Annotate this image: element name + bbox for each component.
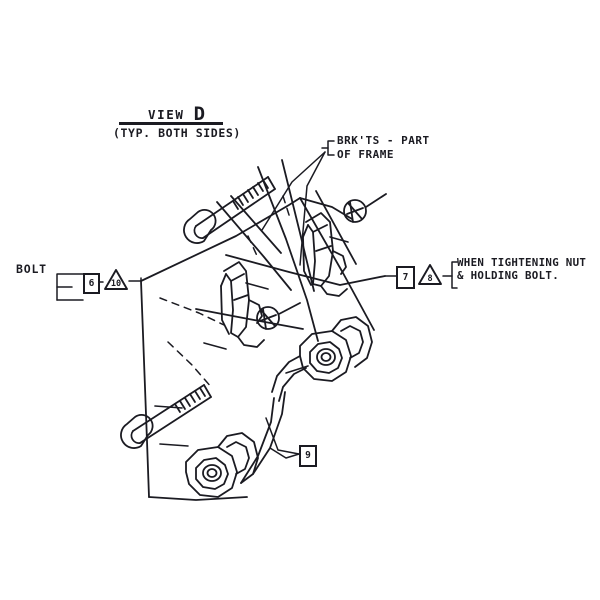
lower-bolt — [120, 384, 212, 449]
brackets-note: BRK'TS - PART OF FRAME — [337, 134, 430, 161]
callout-triangle-10: 10 — [103, 268, 129, 291]
view-subtitle: (TYP. BOTH SIDES) — [113, 126, 241, 140]
bushing-bottom — [185, 432, 259, 498]
callout-box-7: 7 — [396, 266, 415, 289]
view-title-prefix: VIEW — [148, 107, 185, 122]
nut-center — [256, 302, 301, 330]
leader-lines — [56, 140, 458, 459]
callout-triangle-8-value: 8 — [427, 274, 433, 285]
callout-box-7-value: 7 — [402, 271, 409, 283]
triangle-outline-icon — [418, 264, 442, 285]
view-title: VIEW D — [148, 103, 205, 127]
right-bracket — [302, 212, 348, 297]
hidden-edges — [159, 195, 291, 389]
callout-triangle-8: 8 — [417, 263, 443, 286]
link-arm — [240, 391, 286, 484]
callout-box-9-value: 9 — [305, 450, 311, 462]
triangle-outline-icon — [104, 269, 128, 290]
tightening-note: WHEN TIGHTENING NUT & HOLDING BOLT. — [457, 256, 587, 283]
upper-bolt — [183, 176, 276, 244]
callout-box-9: 9 — [299, 445, 317, 467]
callout-triangle-10-value: 10 — [110, 279, 122, 290]
callout-box-6-value: 6 — [88, 277, 95, 289]
view-title-letter: D — [193, 103, 206, 125]
bolt-label: BOLT — [16, 262, 47, 276]
nut-upper-right — [343, 193, 387, 223]
bushing-right — [271, 316, 373, 402]
center-bracket — [220, 261, 265, 348]
frame-bars — [195, 159, 386, 342]
detail-ticks — [154, 236, 349, 447]
frame-plate — [140, 197, 353, 501]
callout-box-6: 6 — [83, 273, 100, 294]
view-title-underline — [119, 122, 223, 125]
